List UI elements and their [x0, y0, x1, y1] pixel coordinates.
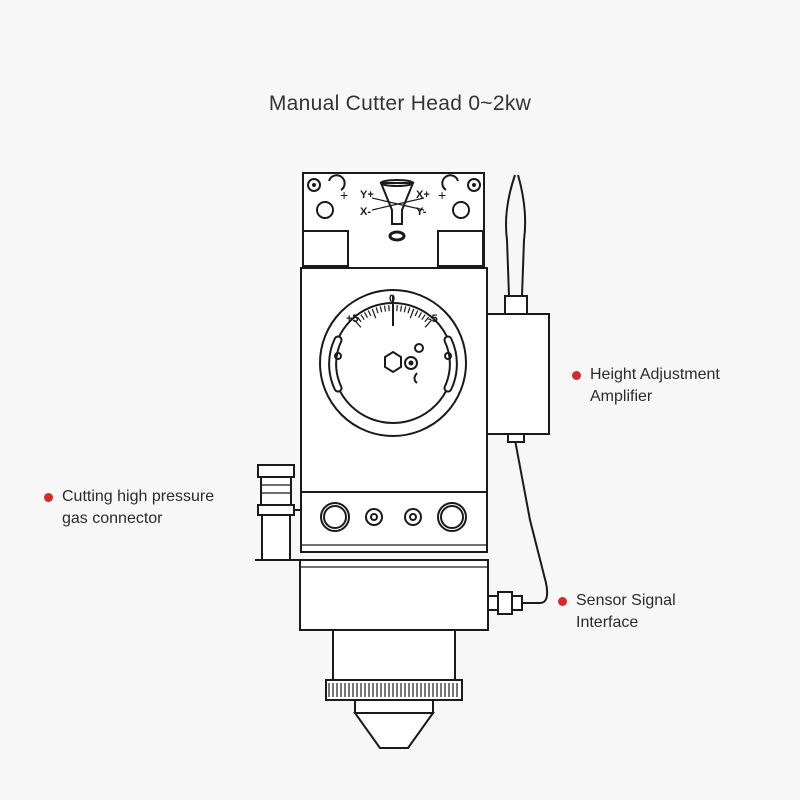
dial-tick [407, 307, 411, 314]
dial-tick [418, 312, 422, 318]
height-amplifier [486, 174, 550, 443]
y-minus-mark: Y- [416, 206, 427, 218]
dial-tick [356, 316, 362, 323]
page-title: Manual Cutter Head 0~2kw [268, 92, 532, 115]
sensor-interface [487, 439, 549, 615]
dial-tick [383, 305, 386, 312]
screw-icon [467, 178, 481, 192]
dial-tick [424, 316, 430, 323]
callout-line: gas connector [62, 510, 163, 527]
top-adjustment-plate: + + [302, 172, 485, 269]
lower-housing [299, 559, 489, 749]
callout-line: Amplifier [590, 388, 653, 405]
x-plus-mark: X+ [416, 189, 430, 201]
callout-height-amplifier: Height Adjustment Amplifier [572, 364, 720, 408]
dial-tick [367, 310, 372, 317]
main-body [300, 267, 488, 493]
svg-text:+: + [438, 187, 446, 203]
hex-nut-icon [384, 350, 402, 374]
control-block [300, 491, 488, 553]
dial-plus-label: +5 [346, 313, 359, 325]
callout-gas-connector: Cutting high pressure gas connector [44, 486, 214, 530]
dial-tick [353, 319, 362, 328]
x-minus-mark: X- [360, 206, 371, 218]
dial-minus-label: -5 [428, 313, 438, 325]
red-dot-icon [558, 597, 567, 606]
callout-line: Cutting high pressure [62, 488, 215, 505]
dial-tick [400, 305, 403, 312]
dial-tick [379, 306, 383, 313]
callout-sensor-interface: Sensor Signal Interface [558, 590, 676, 634]
svg-text:+: + [340, 187, 348, 203]
dial-scale [353, 305, 433, 328]
dial-tick [409, 308, 415, 319]
red-dot-icon [572, 371, 581, 380]
screw-icon [316, 201, 334, 219]
dial-tick [360, 314, 365, 321]
gas-connector [255, 464, 301, 561]
dial-tick [375, 307, 379, 314]
dial-tick [424, 319, 433, 328]
dial-tick [371, 308, 377, 319]
callout-line: Sensor Signal [576, 592, 676, 609]
dial-tick [421, 314, 426, 321]
callout-line: Height Adjustment [590, 366, 720, 383]
callout-line: Interface [576, 614, 639, 631]
dial-tick [414, 310, 419, 317]
dial-zero-label: 0 [389, 293, 395, 305]
screw-icon [452, 201, 470, 219]
screw-icon [307, 178, 321, 192]
dial-tick [364, 312, 368, 318]
y-plus-mark: Y+ [360, 189, 374, 201]
red-dot-icon [44, 493, 53, 502]
dial-tick [403, 306, 407, 313]
